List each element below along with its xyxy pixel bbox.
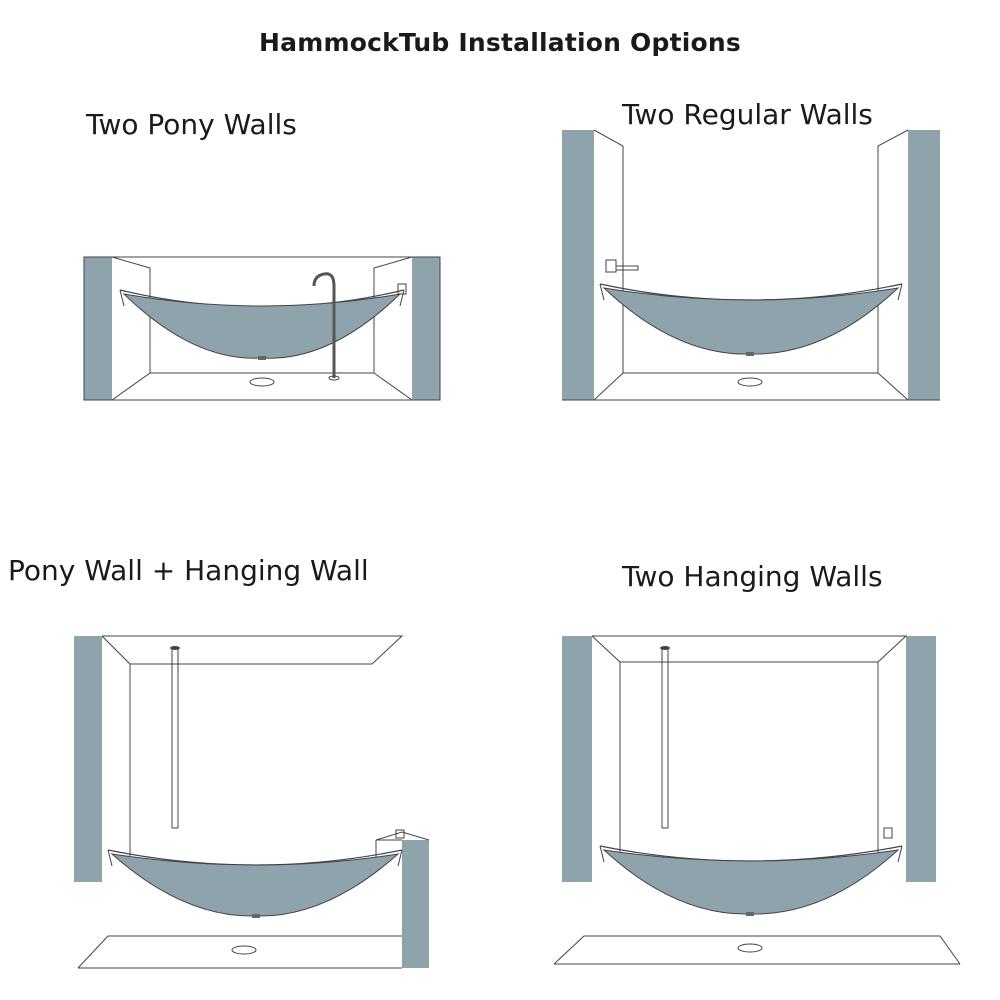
tub-basin <box>110 853 400 917</box>
wall-mount <box>397 283 407 295</box>
diagram-two-hanging-walls <box>553 635 961 965</box>
option-label-pony-hanging-wall: Pony Wall + Hanging Wall <box>8 554 369 587</box>
ceiling-post <box>171 648 179 829</box>
wall-valve <box>605 259 617 273</box>
right-wall <box>906 636 936 882</box>
wall-valve <box>883 827 893 839</box>
ceiling-outline <box>101 635 404 665</box>
left-wall <box>74 636 102 882</box>
diagram-pony-wall-hanging-wall <box>74 635 430 969</box>
tub-basin <box>602 849 900 915</box>
right-wall <box>908 130 940 400</box>
option-label-two-pony-walls: Two Pony Walls <box>86 108 297 141</box>
option-label-two-hanging-walls: Two Hanging Walls <box>622 560 883 593</box>
faucet <box>312 272 336 378</box>
floor-outline <box>83 256 441 401</box>
drain <box>746 352 754 356</box>
option-label-two-regular-walls: Two Regular Walls <box>622 98 873 131</box>
left-wall <box>562 130 594 400</box>
left-wall <box>562 636 592 882</box>
tub-basin <box>122 293 402 359</box>
wall-valve <box>395 829 405 839</box>
right-pony-wall <box>412 257 440 400</box>
page-title: HammockTub Installation Options <box>259 28 741 57</box>
floor-drain <box>737 943 763 953</box>
drain <box>746 912 754 916</box>
drain <box>258 356 266 360</box>
ceiling-outline <box>591 635 908 663</box>
hanging-pony-wall <box>402 840 429 968</box>
diagram-two-pony-walls <box>83 256 441 401</box>
floor-drain <box>737 377 763 387</box>
drain <box>252 914 260 918</box>
ceiling-post <box>661 648 669 829</box>
floor-slab <box>77 935 402 969</box>
floor-slab <box>553 935 961 965</box>
floor-drain <box>231 945 257 955</box>
left-pony-wall <box>84 257 112 400</box>
tub-basin <box>602 287 900 355</box>
floor-drain <box>249 377 275 387</box>
diagram-two-regular-walls <box>562 129 940 401</box>
